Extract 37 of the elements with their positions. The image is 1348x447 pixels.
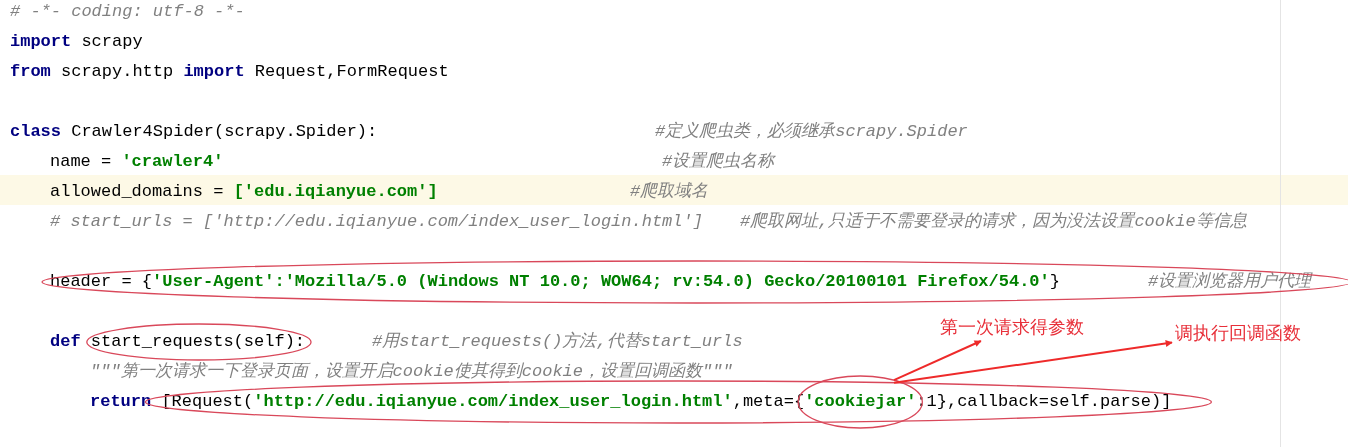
string-literal: ['edu.iqianyue.com'] bbox=[233, 181, 438, 203]
code-text: Request,FormRequest bbox=[254, 61, 449, 83]
code-comment: #设置浏览器用户代理 bbox=[1148, 271, 1312, 293]
code-comment: # start_urls = ['http://edu.iqianyue.com/index_user_login.html'] bbox=[50, 211, 703, 233]
code-text: [Request( bbox=[161, 391, 254, 413]
code-keyword: class bbox=[10, 121, 61, 143]
string-literal: 'cookiejar' bbox=[804, 391, 917, 413]
code-keyword: import bbox=[183, 61, 245, 83]
code-keyword: from bbox=[10, 61, 51, 83]
code-text: scrapy.http bbox=[61, 61, 174, 83]
string-literal: 'http://edu.iqianyue.com/index_user_login.html' bbox=[253, 391, 733, 413]
code-comment: #用start_requests()方法,代替start_urls bbox=[372, 330, 743, 353]
code-comment: """第一次请求一下登录页面，设置开启cookie使其得到cookie，设置回调函数""" bbox=[90, 360, 733, 383]
code-text: Crawler4Spider(scrapy.Spider): bbox=[71, 121, 378, 143]
annotation-text: 调执行回调函数 bbox=[1175, 322, 1301, 344]
string-literal: 'crawler4' bbox=[121, 151, 224, 173]
code-text: header = { bbox=[50, 271, 153, 293]
code-keyword: return bbox=[90, 391, 152, 413]
arrow bbox=[893, 340, 1173, 384]
annotation-text: 第一次请求得参数 bbox=[940, 316, 1084, 338]
code-text: start_requests(self): bbox=[90, 331, 306, 353]
code-comment: # -*- coding: utf-8 -*- bbox=[10, 1, 245, 23]
code-comment: #爬取域名 bbox=[630, 181, 709, 203]
code-text: name = bbox=[50, 151, 112, 173]
highlight-ellipse bbox=[86, 323, 312, 361]
string-literal: 'User-Agent':'Mozilla/5.0 (Windows NT 10.0; WOW64; rv:54.0) Gecko/20100101 Firefox/54.0' bbox=[152, 271, 1050, 293]
code-text: :1},callback=self.parse)] bbox=[916, 391, 1172, 413]
code-comment: #定义爬虫类，必须继承scrapy.Spider bbox=[655, 121, 968, 143]
code-text: } bbox=[1049, 271, 1060, 293]
arrow bbox=[892, 340, 982, 382]
code-text: allowed_domains = bbox=[50, 181, 224, 203]
code-keyword: import bbox=[10, 31, 72, 53]
code-comment: #爬取网址,只适于不需要登录的请求，因为没法设置cookie等信息 bbox=[740, 211, 1247, 233]
code-comment: #设置爬虫名称 bbox=[662, 151, 775, 173]
code-text: ,meta={ bbox=[732, 391, 805, 413]
code-text: scrapy bbox=[81, 31, 143, 53]
code-keyword: def bbox=[50, 331, 81, 353]
